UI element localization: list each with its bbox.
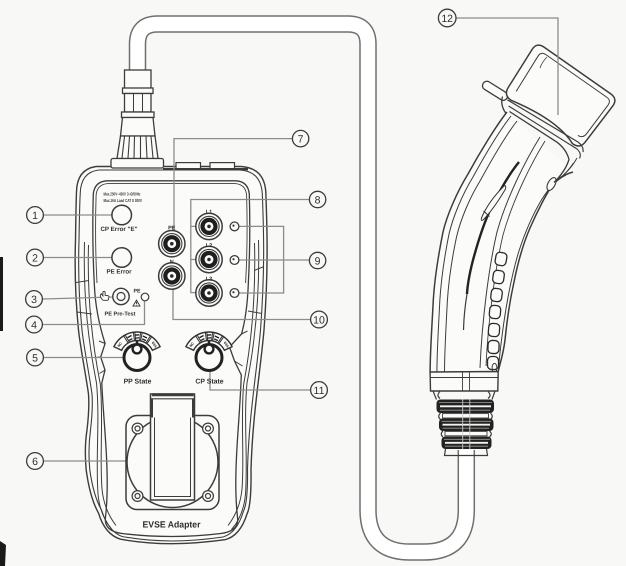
svg-text:3: 3 (31, 294, 37, 306)
svg-text:PE Pre-Test: PE Pre-Test (105, 312, 136, 318)
svg-text:PE: PE (133, 289, 141, 295)
svg-text:L1: L1 (206, 210, 212, 216)
svg-text:9: 9 (315, 256, 321, 268)
svg-text:8: 8 (315, 195, 321, 207)
svg-text:11: 11 (314, 385, 325, 397)
svg-text:Max.16A Load CAT II 300V: Max.16A Load CAT II 300V (104, 198, 143, 203)
svg-text:Max.250V~430V 3~Ø/50Hz: Max.250V~430V 3~Ø/50Hz (104, 192, 142, 197)
svg-text:5: 5 (32, 353, 38, 365)
svg-text:L2: L2 (206, 243, 212, 249)
svg-text:CP Error ʺEʺ: CP Error ʺEʺ (100, 226, 137, 233)
svg-text:PE: PE (168, 226, 176, 232)
svg-text:7: 7 (298, 134, 304, 146)
svg-text:EVSE Adapter: EVSE Adapter (143, 520, 201, 530)
svg-text:10: 10 (313, 315, 325, 327)
svg-text:1: 1 (32, 210, 38, 222)
svg-text:CP State: CP State (195, 379, 223, 386)
svg-text:PE Error: PE Error (106, 269, 132, 276)
svg-text:PP State: PP State (124, 379, 152, 386)
svg-text:6: 6 (32, 456, 38, 468)
svg-text:12: 12 (441, 13, 453, 25)
svg-text:L3: L3 (206, 277, 212, 283)
svg-text:4: 4 (31, 320, 37, 332)
svg-text:2: 2 (32, 253, 38, 265)
svg-text:N: N (170, 260, 174, 266)
